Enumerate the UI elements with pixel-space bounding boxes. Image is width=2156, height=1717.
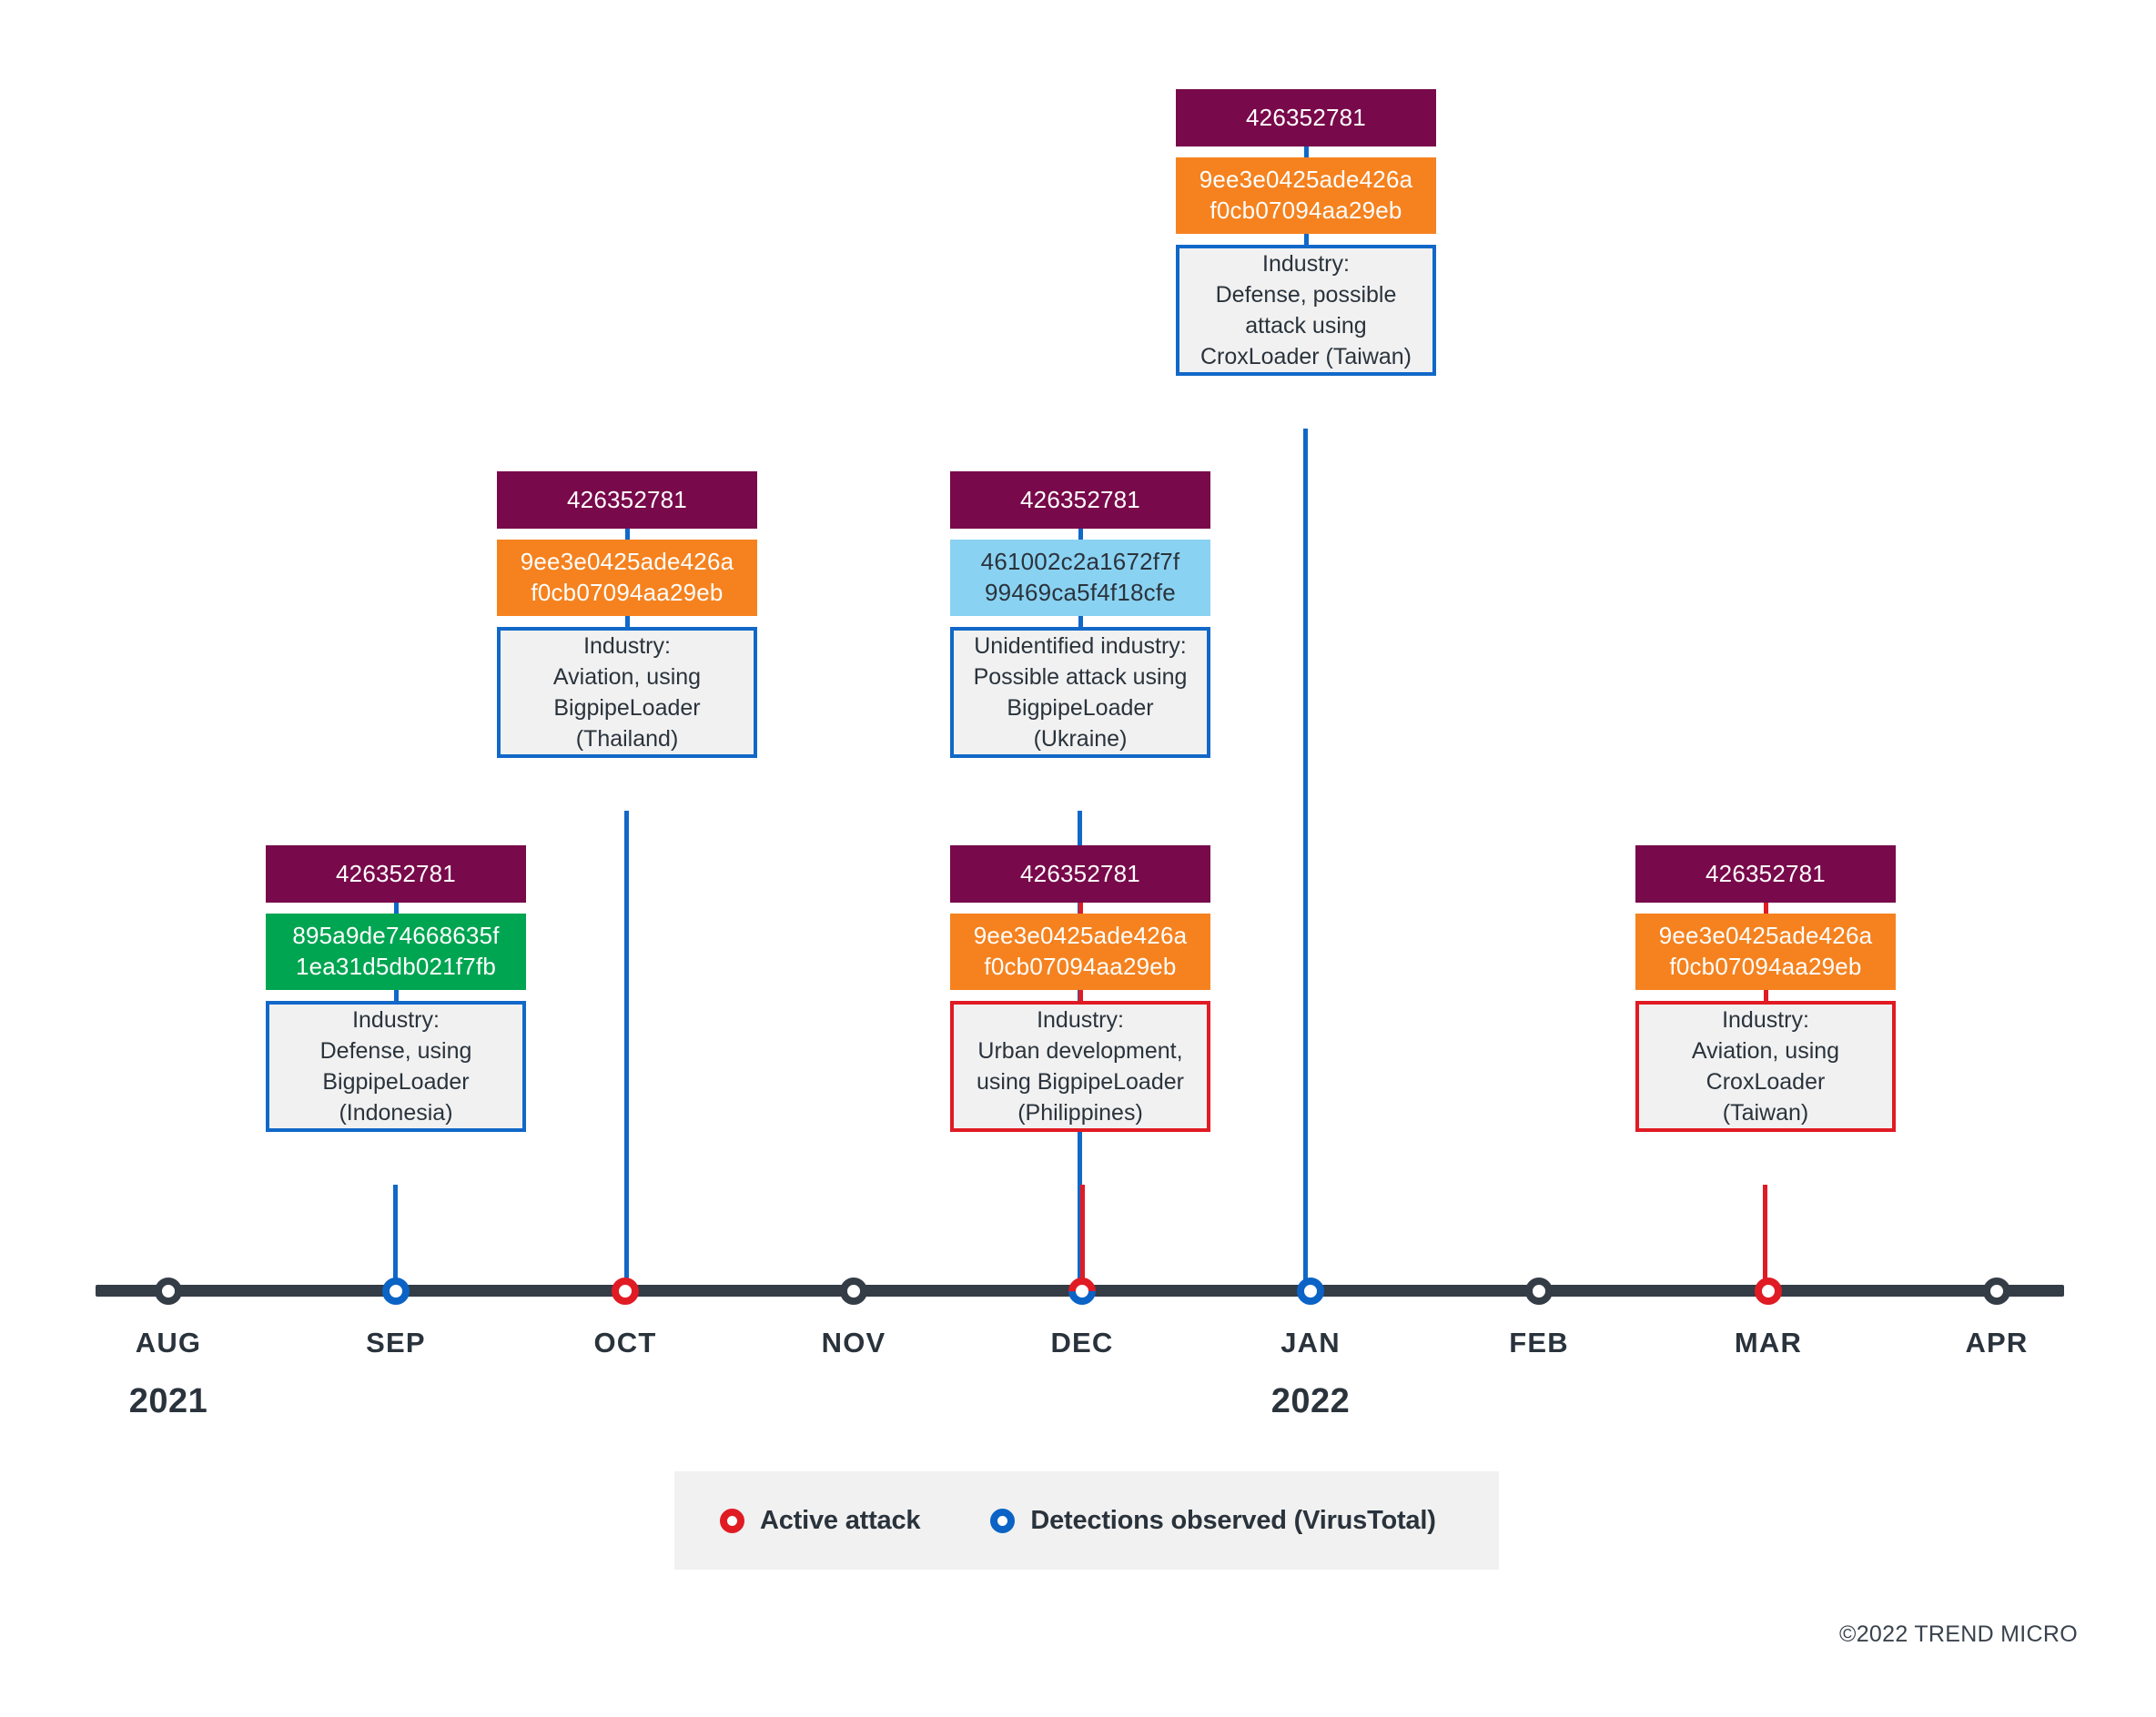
axis-year-2021: 2021 (128, 1382, 208, 1420)
file-hash-badge: 9ee3e0425ade426a f0cb07094aa29eb (497, 540, 757, 616)
campaign-id-badge: 426352781 (497, 471, 757, 529)
card-connector-nub (1304, 234, 1309, 245)
campaign-id-badge: 426352781 (1176, 89, 1436, 146)
card-connector-nub (1764, 990, 1768, 1001)
detections-marker-icon (990, 1508, 1016, 1533)
legend-label-active-attack: Active attack (760, 1505, 921, 1535)
card-connector-nub (1078, 990, 1083, 1001)
card-connector-nub (1078, 903, 1083, 914)
card-connector-nub (625, 616, 630, 627)
file-hash-badge: 461002c2a1672f7f 99469ca5f4f18cfe (950, 540, 1210, 616)
file-hash-badge: 9ee3e0425ade426a f0cb07094aa29eb (1635, 914, 1896, 990)
card-connector-nub (1078, 529, 1083, 540)
axis-label-feb: FEB (1509, 1327, 1569, 1358)
event-description: Industry: Defense, possible attack using… (1176, 245, 1436, 376)
axis-marker-feb[interactable] (1525, 1278, 1553, 1305)
event-card-dec-2021-upper: 426352781 461002c2a1672f7f 99469ca5f4f18… (950, 471, 1210, 758)
file-hash-badge: 895a9de74668635f 1ea31d5db021f7fb (266, 914, 526, 990)
legend: Active attack Detections observed (Virus… (674, 1471, 1499, 1570)
stem-dec-2021-lower (1080, 1185, 1085, 1290)
active-attack-marker-icon (720, 1508, 744, 1533)
legend-label-detections: Detections observed (VirusTotal) (1030, 1505, 1436, 1535)
card-connector-nub (1764, 903, 1768, 914)
event-description: Unidentified industry: Possible attack u… (950, 627, 1210, 758)
event-description: Industry: Defense, using BigpipeLoader (… (266, 1001, 526, 1132)
campaign-id-badge: 426352781 (950, 471, 1210, 529)
legend-item-detections: Detections observed (VirusTotal) (990, 1505, 1436, 1536)
axis-label-apr: APR (1965, 1327, 2029, 1358)
axis-label-dec: DEC (1050, 1327, 1114, 1358)
axis-marker-oct[interactable] (612, 1278, 639, 1305)
legend-item-active-attack: Active attack (720, 1505, 921, 1536)
card-connector-nub (394, 990, 399, 1001)
axis-marker-dec[interactable] (1062, 1271, 1102, 1311)
event-description: Industry: Aviation, using CroxLoader (Ta… (1635, 1001, 1896, 1132)
axis-marker-apr[interactable] (1983, 1278, 2010, 1305)
axis-label-nov: NOV (821, 1327, 886, 1358)
card-connector-nub (1078, 616, 1083, 627)
event-card-sep-2021: 426352781 895a9de74668635f 1ea31d5db021f… (266, 845, 526, 1132)
axis-label-oct: OCT (593, 1327, 657, 1358)
stem-oct-2021 (624, 811, 629, 1290)
card-connector-nub (394, 903, 399, 914)
axis-label-sep: SEP (366, 1327, 426, 1358)
event-description: Industry: Aviation, using BigpipeLoader … (497, 627, 757, 758)
campaign-id-badge: 426352781 (950, 845, 1210, 903)
card-connector-nub (1304, 146, 1309, 157)
axis-marker-mar[interactable] (1755, 1278, 1782, 1305)
campaign-id-badge: 426352781 (1635, 845, 1896, 903)
axis-label-mar: MAR (1734, 1327, 1803, 1358)
event-card-jan-2022: 426352781 9ee3e0425ade426a f0cb07094aa29… (1176, 89, 1436, 376)
axis-label-jan: JAN (1280, 1327, 1341, 1358)
axis-marker-aug[interactable] (155, 1278, 182, 1305)
axis-marker-sep[interactable] (382, 1278, 410, 1305)
stem-jan-2022 (1303, 429, 1308, 1290)
axis-marker-jan[interactable] (1297, 1278, 1324, 1305)
stem-sep-2021 (393, 1185, 398, 1290)
axis-year-2022: 2022 (1270, 1382, 1351, 1420)
file-hash-badge: 9ee3e0425ade426a f0cb07094aa29eb (1176, 157, 1436, 234)
event-card-mar-2022: 426352781 9ee3e0425ade426a f0cb07094aa29… (1635, 845, 1896, 1132)
event-card-dec-2021-lower: 426352781 9ee3e0425ade426a f0cb07094aa29… (950, 845, 1210, 1132)
stem-mar-2022 (1763, 1185, 1767, 1290)
event-card-oct-2021: 426352781 9ee3e0425ade426a f0cb07094aa29… (497, 471, 757, 758)
axis-label-aug: AUG (135, 1327, 202, 1358)
file-hash-badge: 9ee3e0425ade426a f0cb07094aa29eb (950, 914, 1210, 990)
event-description: Industry: Urban development, using Bigpi… (950, 1001, 1210, 1132)
copyright-notice: ©2022 TREND MICRO (1839, 1621, 2079, 1647)
axis-marker-nov[interactable] (840, 1278, 867, 1305)
campaign-id-badge: 426352781 (266, 845, 526, 903)
card-connector-nub (625, 529, 630, 540)
